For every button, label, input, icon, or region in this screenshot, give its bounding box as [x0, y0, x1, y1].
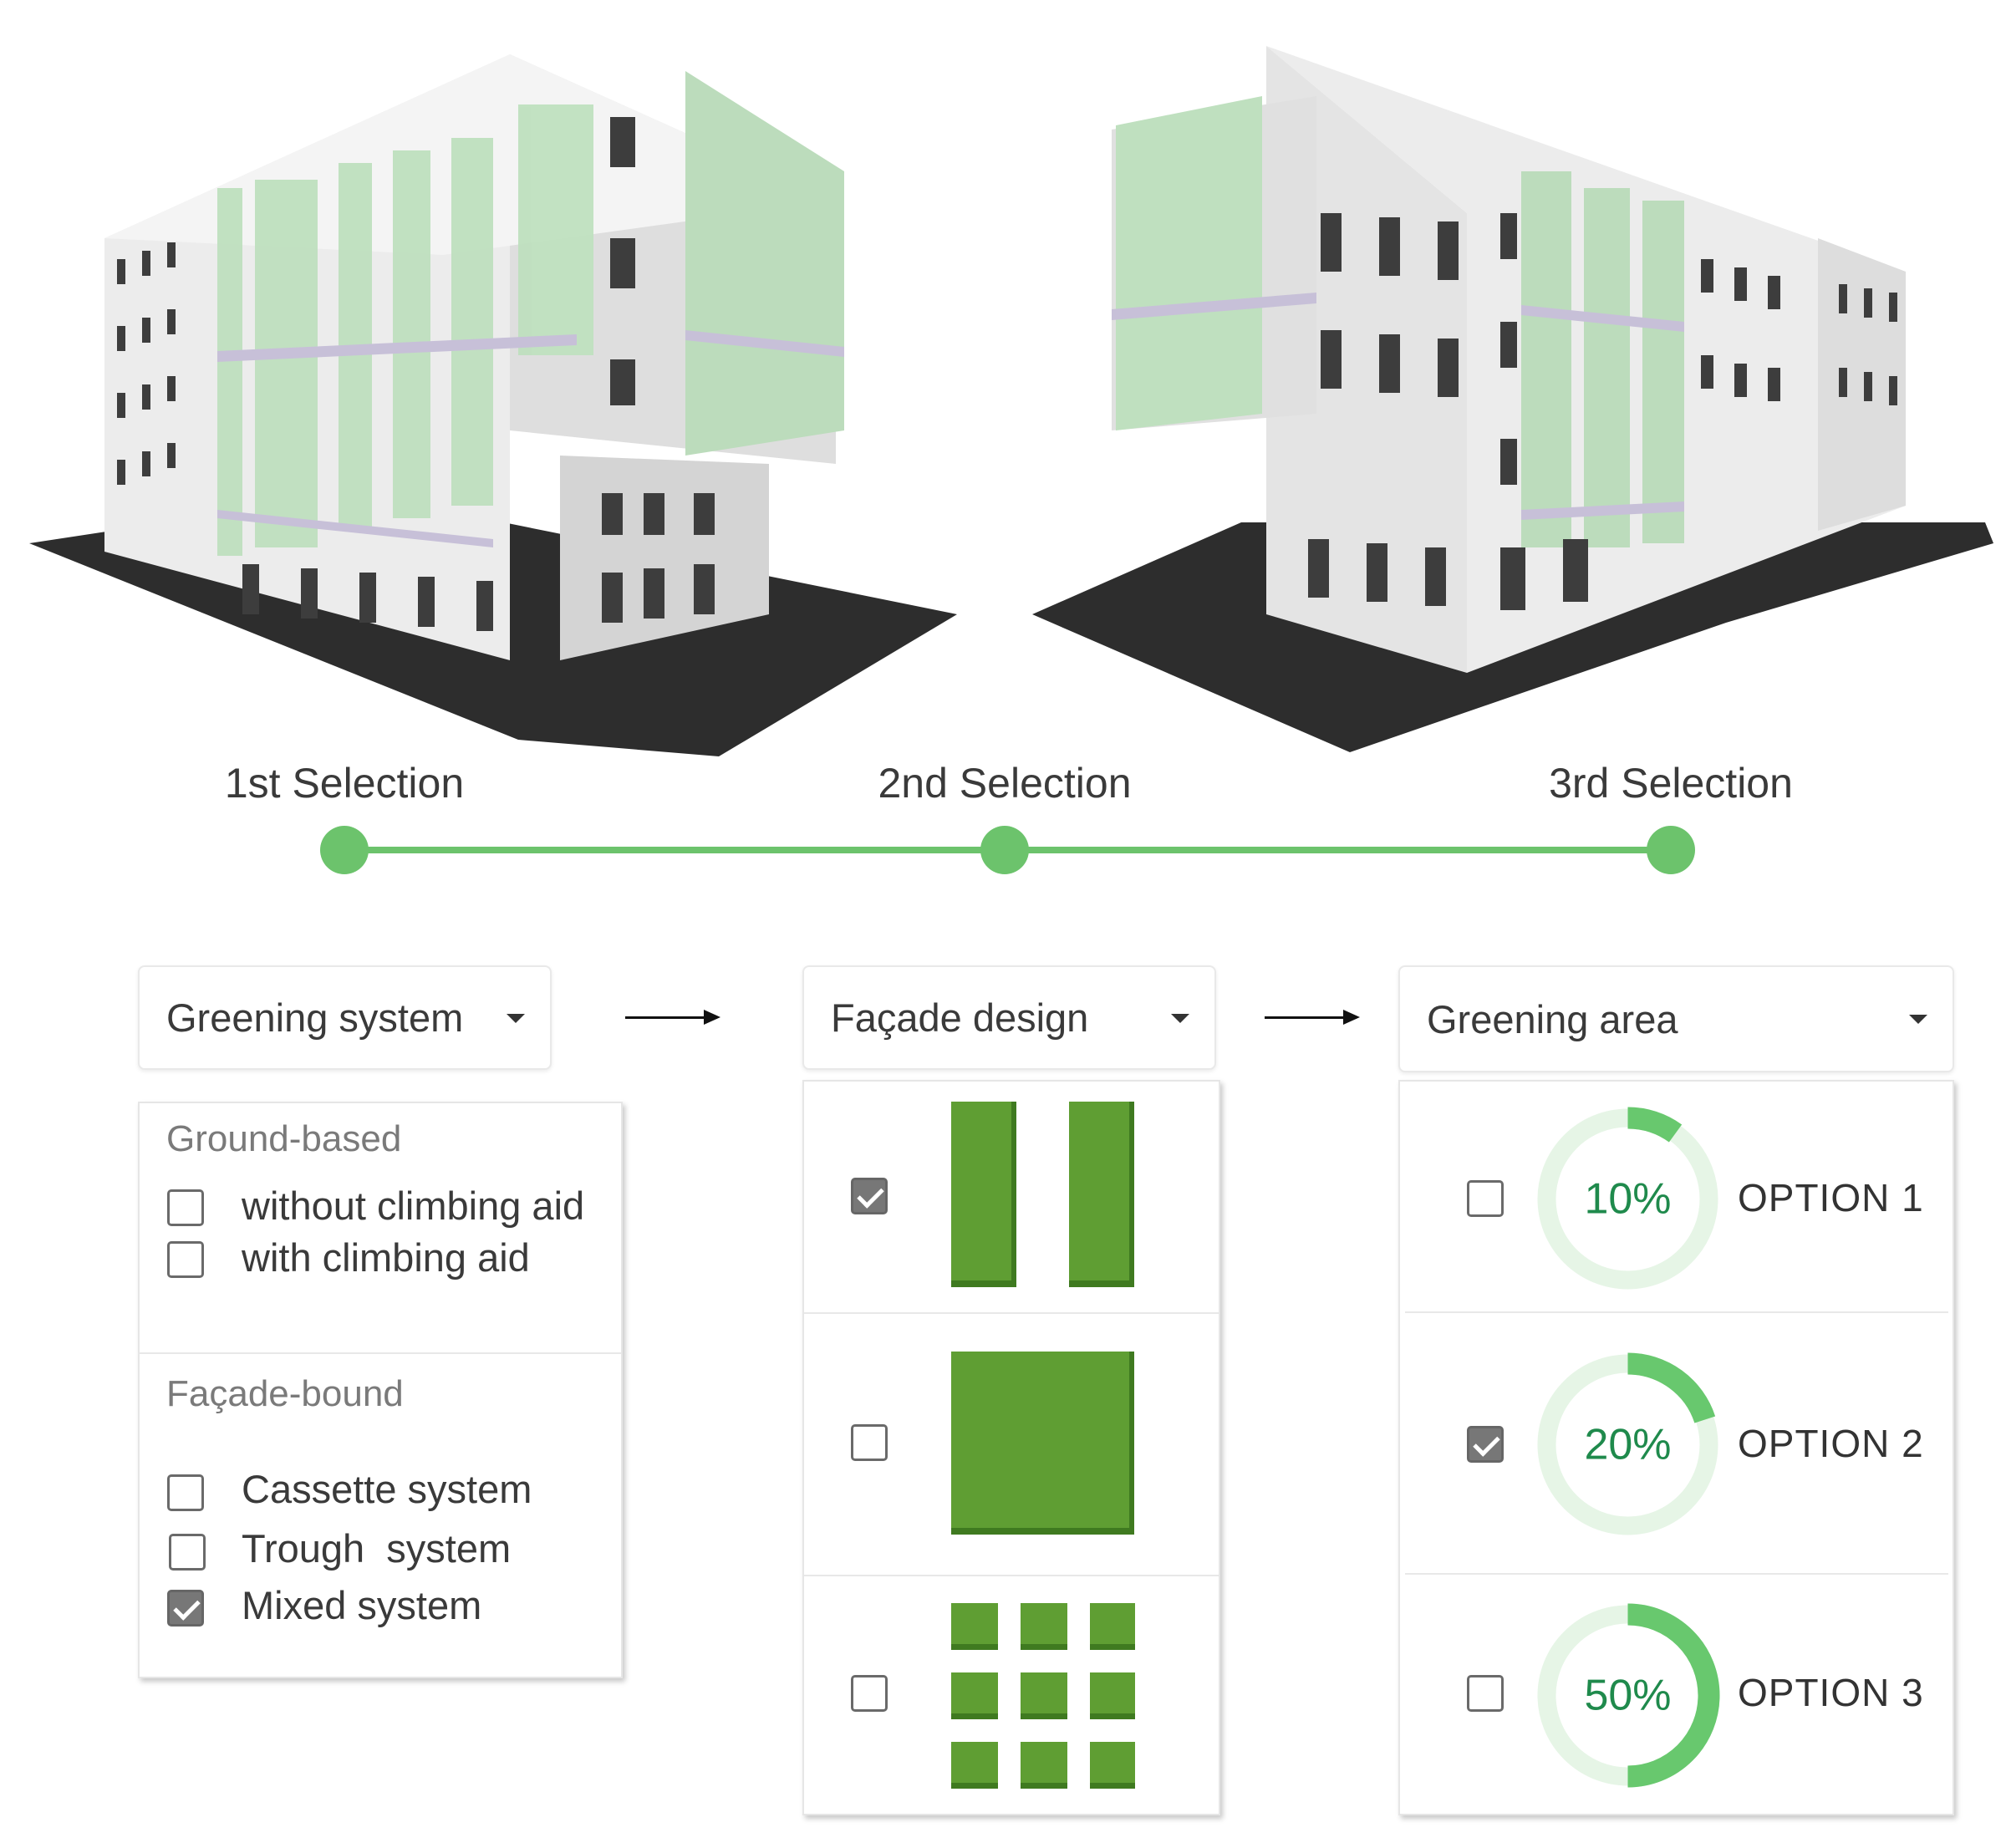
building-render-left — [25, 38, 961, 756]
label-trough-system[interactable]: Trough system — [242, 1526, 512, 1571]
option-3-label[interactable]: OPTION 3 — [1738, 1671, 1924, 1714]
donut-20-percent: 20% — [1534, 1351, 1722, 1539]
donut-50-percent: 50% — [1534, 1601, 1722, 1789]
checkbox-facade-option-1[interactable] — [851, 1178, 888, 1214]
facade-pattern-grid[interactable] — [951, 1603, 1135, 1791]
label-cassette-system[interactable]: Cassette system — [242, 1467, 532, 1511]
label-without-climbing-aid[interactable]: without climbing aid — [242, 1184, 585, 1228]
label-mixed-system[interactable]: Mixed system — [242, 1583, 482, 1627]
label-with-climbing-aid[interactable]: with climbing aid — [242, 1235, 530, 1280]
donut-progress-arc — [1627, 1352, 1716, 1423]
checkbox-mixed-system[interactable] — [167, 1590, 204, 1627]
greening-system-dropdown[interactable]: Greening system — [138, 965, 552, 1070]
donut-10-percent: 10% — [1534, 1105, 1722, 1293]
chevron-down-icon — [1909, 1015, 1927, 1024]
facade-design-dropdown-label: Façade design — [831, 995, 1089, 1040]
group-title-ground-based: Ground-based — [166, 1118, 402, 1159]
timeline-dot-1[interactable] — [320, 826, 369, 874]
donut-progress-arc — [1627, 1603, 1720, 1788]
timeline-dot-2[interactable] — [980, 826, 1029, 874]
option-divider — [804, 1312, 1219, 1314]
chevron-down-icon — [1171, 1013, 1189, 1023]
timeline-line — [344, 847, 1672, 853]
facade-pattern-strips[interactable] — [951, 1102, 1135, 1290]
option-2-label[interactable]: OPTION 2 — [1738, 1422, 1924, 1465]
checkbox-area-option-2[interactable] — [1467, 1426, 1504, 1463]
checkbox-area-option-1[interactable] — [1467, 1180, 1504, 1217]
checkbox-area-option-3[interactable] — [1467, 1675, 1504, 1712]
facade-design-dropdown[interactable]: Façade design — [802, 965, 1216, 1070]
arrow-right-icon — [1265, 1010, 1360, 1025]
checkbox-with-climbing-aid[interactable] — [167, 1241, 204, 1278]
greening-system-dropdown-label: Greening system — [166, 995, 464, 1040]
donut-percent-label: 50% — [1584, 1672, 1671, 1720]
option-divider — [1405, 1573, 1948, 1575]
building-render-right — [1032, 38, 1998, 765]
greening-system-panel: Ground-based without climbing aid with c… — [138, 1102, 623, 1678]
timeline-dot-3[interactable] — [1647, 826, 1695, 874]
facade-design-panel — [802, 1080, 1220, 1815]
checkbox-facade-option-2[interactable] — [851, 1424, 888, 1461]
checkbox-without-climbing-aid[interactable] — [167, 1189, 204, 1226]
donut-percent-label: 20% — [1584, 1421, 1671, 1469]
facade-pattern-full[interactable] — [951, 1352, 1135, 1535]
chevron-down-icon — [507, 1013, 525, 1023]
arrow-right-icon — [625, 1010, 720, 1025]
checkbox-trough-system[interactable] — [169, 1534, 206, 1571]
greening-area-dropdown-label: Greening area — [1427, 996, 1678, 1041]
option-divider — [1405, 1311, 1948, 1313]
group-divider — [140, 1352, 621, 1354]
step-label-3: 3rd Selection — [1549, 760, 1793, 807]
donut-percent-label: 10% — [1584, 1175, 1671, 1224]
greening-area-panel: 10% OPTION 1 20% OPTION 2 50% OPTION 3 — [1398, 1080, 1954, 1815]
donut-progress-arc — [1627, 1107, 1683, 1143]
checkbox-facade-option-3[interactable] — [851, 1675, 888, 1712]
checkbox-cassette-system[interactable] — [167, 1474, 204, 1511]
greening-area-dropdown[interactable]: Greening area — [1398, 965, 1954, 1072]
group-title-facade-bound: Façade-bound — [166, 1373, 404, 1414]
option-1-label[interactable]: OPTION 1 — [1738, 1176, 1924, 1219]
step-label-2: 2nd Selection — [878, 760, 1132, 807]
step-label-1: 1st Selection — [224, 760, 465, 807]
option-divider — [804, 1575, 1219, 1576]
